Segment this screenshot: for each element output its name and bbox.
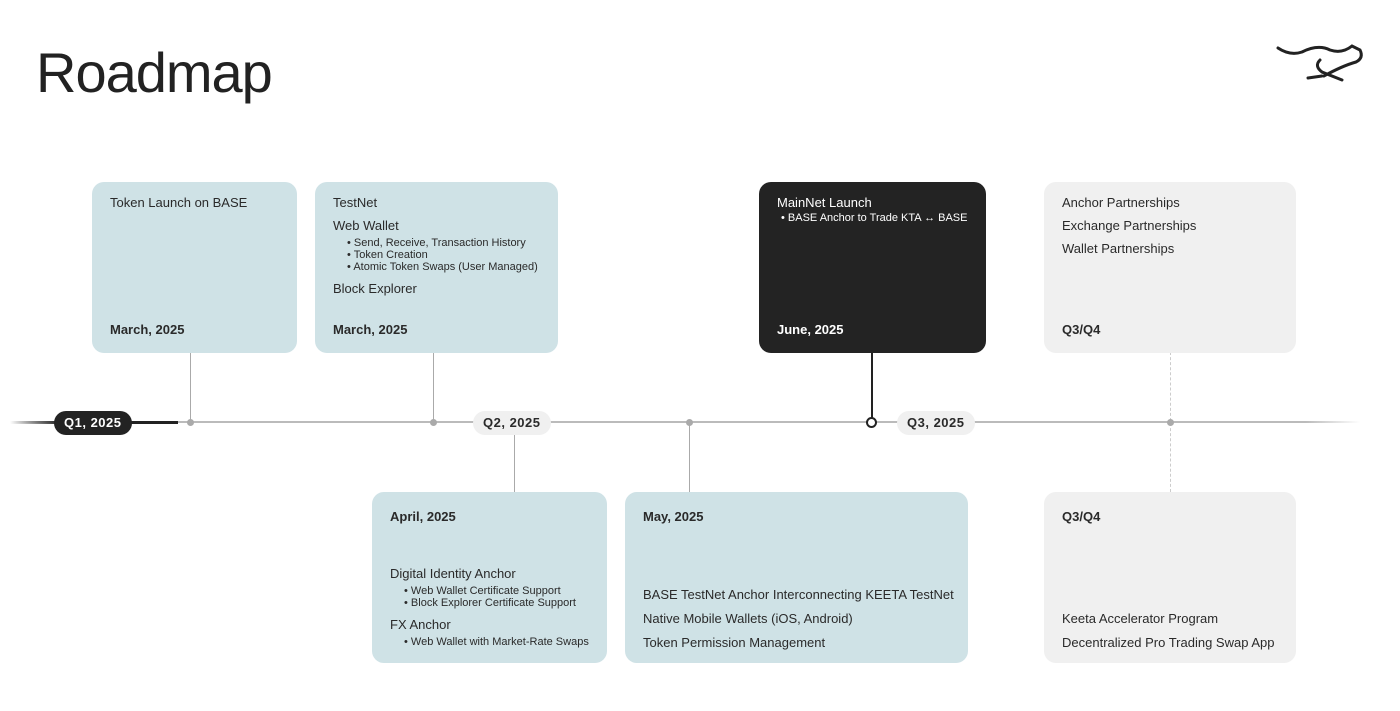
card-date: March, 2025 <box>110 322 185 337</box>
card-bullet: Block Explorer Certificate Support <box>404 598 599 609</box>
card-item: Token Launch on BASE <box>110 195 248 210</box>
connector <box>190 352 191 422</box>
page-title: Roadmap <box>36 41 273 104</box>
timeline-dot <box>430 419 437 426</box>
card-bullet: BASE Anchor to Trade KTA ↔ BASE <box>781 213 968 224</box>
card-item: Decentralized Pro Trading Swap App <box>1062 635 1275 650</box>
timeline-dot <box>686 419 693 426</box>
card-date: Q3/Q4 <box>1062 509 1101 524</box>
timeline-dot-current <box>866 417 877 428</box>
card-item: BASE TestNet Anchor Interconnecting KEET… <box>643 587 954 602</box>
quarter-label-q2: Q2, 2025 <box>473 411 551 435</box>
card-item: Token Permission Management <box>643 635 826 650</box>
connector <box>514 422 515 492</box>
card-date: May, 2025 <box>643 509 704 524</box>
card-may: May, 2025 BASE TestNet Anchor Interconne… <box>625 492 968 663</box>
card-april: April, 2025 Digital Identity Anchor Web … <box>372 492 607 663</box>
card-item: Anchor Partnerships <box>1062 195 1180 210</box>
card-bullet: Web Wallet Certificate Support <box>404 586 599 597</box>
card-item: Block Explorer <box>333 281 417 296</box>
card-item: Wallet Partnerships <box>1062 241 1175 256</box>
card-bullet: Send, Receive, Transaction History <box>347 238 540 249</box>
card-bullet: Atomic Token Swaps (User Managed) <box>347 262 540 273</box>
card-bullet: Token Creation <box>347 250 540 261</box>
card-item: Web Wallet <box>333 218 399 233</box>
card-q3q4: Q3/Q4 Keeta Accelerator Program Decentra… <box>1044 492 1296 663</box>
card-item: FX Anchor <box>390 617 451 632</box>
card-testnet: TestNet Web Wallet Send, Receive, Transa… <box>315 182 558 353</box>
card-partnerships: Anchor Partnerships Exchange Partnership… <box>1044 182 1296 353</box>
quarter-label-q1: Q1, 2025 <box>54 411 132 435</box>
card-date: June, 2025 <box>777 322 844 337</box>
connector <box>689 422 690 492</box>
card-date: April, 2025 <box>390 509 456 524</box>
card-token-launch: Token Launch on BASE March, 2025 <box>92 182 297 353</box>
card-date: Q3/Q4 <box>1062 322 1101 337</box>
connector <box>871 352 873 422</box>
quarter-label-q3: Q3, 2025 <box>897 411 975 435</box>
timeline-axis <box>10 421 1360 423</box>
card-item: TestNet <box>333 195 378 210</box>
card-bullet: Web Wallet with Market-Rate Swaps <box>404 637 599 648</box>
logo-icon <box>1276 44 1363 82</box>
card-mainnet: MainNet Launch BASE Anchor to Trade KTA … <box>759 182 986 353</box>
card-item: Keeta Accelerator Program <box>1062 611 1219 626</box>
card-item: Digital Identity Anchor <box>390 566 516 581</box>
timeline-dot <box>1167 419 1174 426</box>
card-item: Native Mobile Wallets (iOS, Android) <box>643 611 853 626</box>
connector <box>433 352 434 422</box>
card-item: MainNet Launch <box>777 195 872 210</box>
card-date: March, 2025 <box>333 322 408 337</box>
card-item: Exchange Partnerships <box>1062 218 1197 233</box>
timeline-dot <box>187 419 194 426</box>
